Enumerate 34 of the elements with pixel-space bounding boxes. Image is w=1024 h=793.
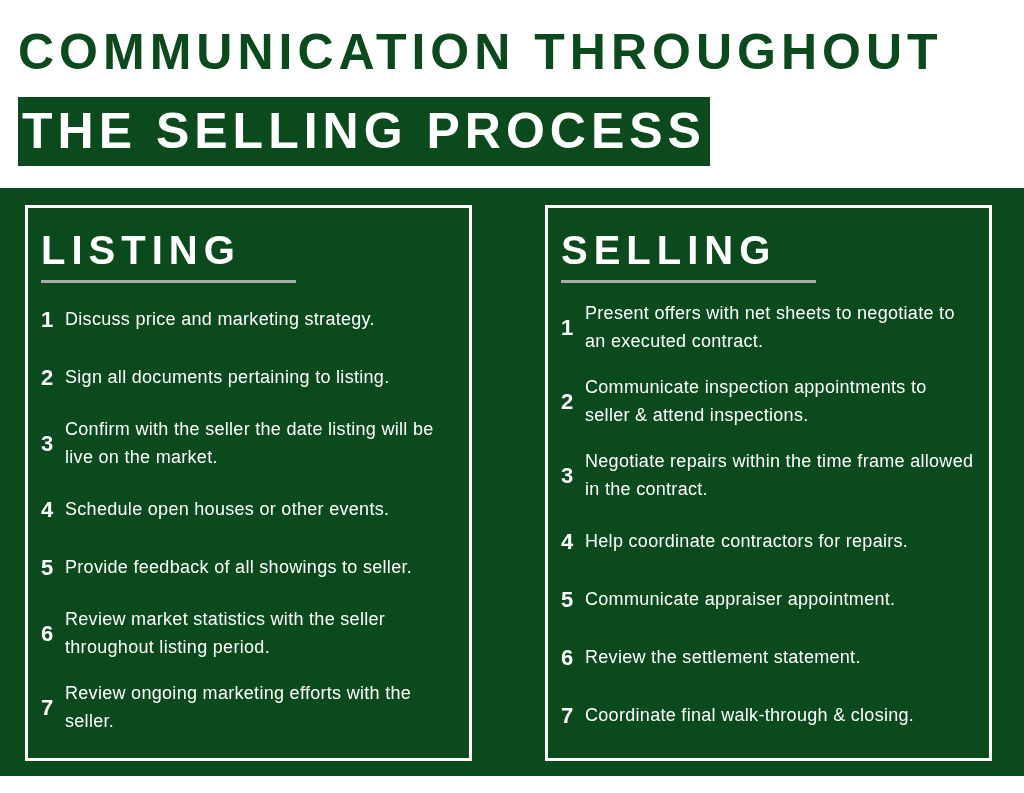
step-number: 3 — [41, 429, 55, 458]
step-text: Present offers with net sheets to negotiate to an executed contract. — [585, 302, 956, 353]
step-number: 4 — [561, 527, 575, 556]
step-number: 6 — [41, 619, 55, 648]
step-number: 4 — [41, 495, 55, 524]
list-panel — [545, 205, 992, 761]
title-band: THE SELLING PROCESS — [18, 97, 710, 166]
step-number: 5 — [41, 553, 55, 582]
step-text: Coordinate final walk-through & closing. — [585, 704, 915, 727]
step-number: 6 — [561, 643, 575, 672]
panel-heading: SELLING — [561, 227, 777, 274]
step-text: Communicate inspection appointments to seller & attend inspections. — [585, 376, 928, 427]
step-number: 2 — [561, 387, 575, 416]
step-text: Review market statistics with the seller throughout listing period. — [65, 608, 387, 659]
step-number: 2 — [41, 363, 55, 392]
step-text: Provide feedback of all showings to seller. — [65, 556, 413, 579]
step-number: 1 — [41, 305, 55, 334]
step-text: Help coordinate contractors for repairs. — [585, 530, 909, 553]
step-text: Sign all documents pertaining to listing. — [65, 366, 390, 389]
step-text: Negotiate repairs within the time frame allowed in the contract. — [585, 450, 975, 501]
step-text: Discuss price and marketing strategy. — [65, 308, 375, 331]
step-text: Confirm with the seller the date listing will be live on the market. — [65, 418, 435, 469]
list-panel — [25, 205, 472, 761]
step-number: 3 — [561, 461, 575, 490]
step-number: 1 — [561, 313, 575, 342]
step-number: 5 — [561, 585, 575, 614]
step-text: Review ongoing marketing efforts with the seller. — [65, 682, 413, 733]
panel-heading: LISTING — [41, 227, 241, 274]
step-text: Review the settlement statement. — [585, 646, 861, 669]
title: COMMUNICATION THROUGHOUT — [18, 23, 943, 82]
step-number: 7 — [561, 701, 575, 730]
step-number: 7 — [41, 693, 55, 722]
step-text: Communicate appraiser appointment. — [585, 588, 896, 611]
step-text: Schedule open houses or other events. — [65, 498, 390, 521]
